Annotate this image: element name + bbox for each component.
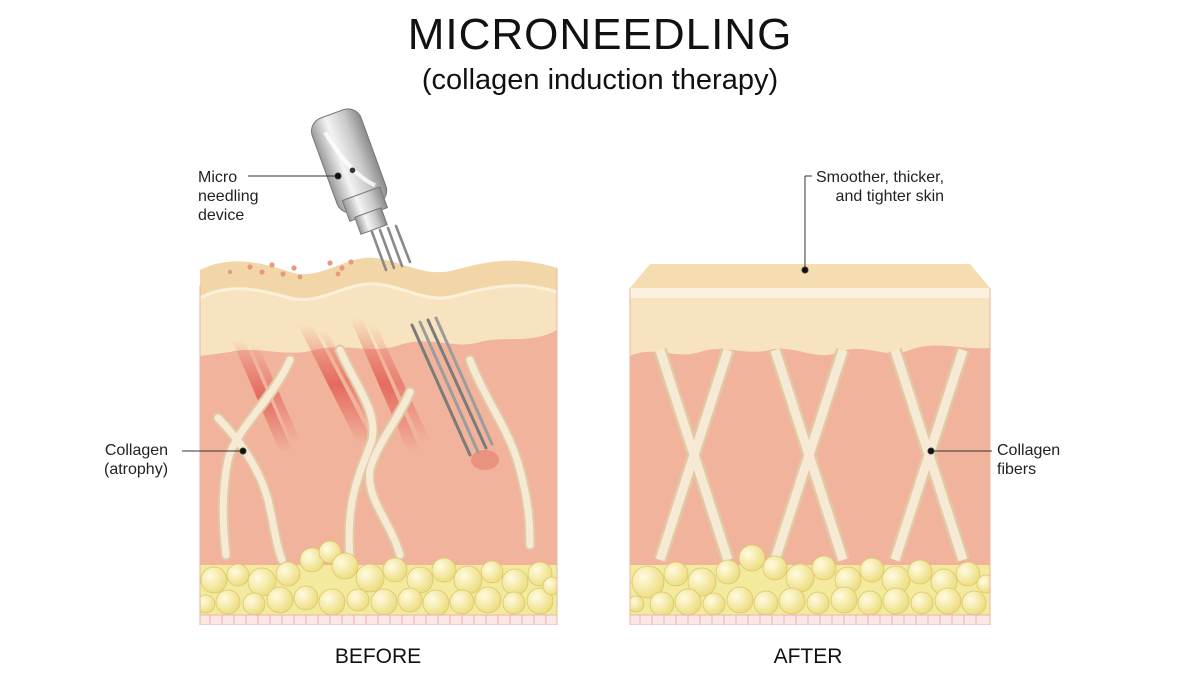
skin-result-label-line-1: Smoother, thicker, <box>816 169 945 186</box>
collagen-fibers-label: Collagen fibers <box>997 441 1060 479</box>
leader-lines <box>182 172 992 455</box>
device-label: Micro needling device <box>198 168 259 225</box>
page-title: MICRONEEDLING <box>407 10 793 59</box>
collagen-atrophy-label: Collagen (atrophy) <box>104 441 168 479</box>
before-skin-block <box>200 257 557 625</box>
microneedling-device <box>311 108 412 272</box>
device-label-line-2: needling <box>198 188 259 205</box>
skin-leader-dot <box>801 266 809 274</box>
collagen-atrophy-label-line-1: Collagen <box>104 442 169 459</box>
after-caption: AFTER <box>773 645 843 668</box>
after-skin-block <box>630 264 990 625</box>
device-label-line-3: device <box>198 207 245 224</box>
device-needles <box>370 224 412 272</box>
collagen-fibers-label-line-1: Collagen <box>997 442 1061 459</box>
device-leader-dot <box>334 172 342 180</box>
after-epidermis <box>630 288 990 356</box>
before-pores <box>227 259 354 280</box>
collagen-atrophy-leader-dot <box>239 447 247 455</box>
collagen-atrophy-label-line-2: (atrophy) <box>104 461 169 478</box>
skin-result-label: Smoother, thicker, and tighter skin <box>816 168 944 206</box>
collagen-fibers-leader-dot <box>927 447 935 455</box>
page-subtitle: (collagen induction therapy) <box>421 64 779 96</box>
before-fat-cells <box>200 540 557 617</box>
after-base-ticks <box>639 615 977 625</box>
before-base-ticks <box>209 615 547 625</box>
collagen-fibers-after <box>653 347 970 563</box>
before-caption: BEFORE <box>334 645 422 668</box>
collagen-atrophy-fibers <box>212 344 536 566</box>
after-skin-surface <box>630 264 990 288</box>
after-fat-cells <box>630 544 990 617</box>
device-label-line-1: Micro <box>198 169 238 186</box>
skin-result-label-line-2: and tighter skin <box>835 188 945 205</box>
skin-needles <box>410 316 494 457</box>
collagen-fibers-label-line-2: fibers <box>997 461 1037 478</box>
